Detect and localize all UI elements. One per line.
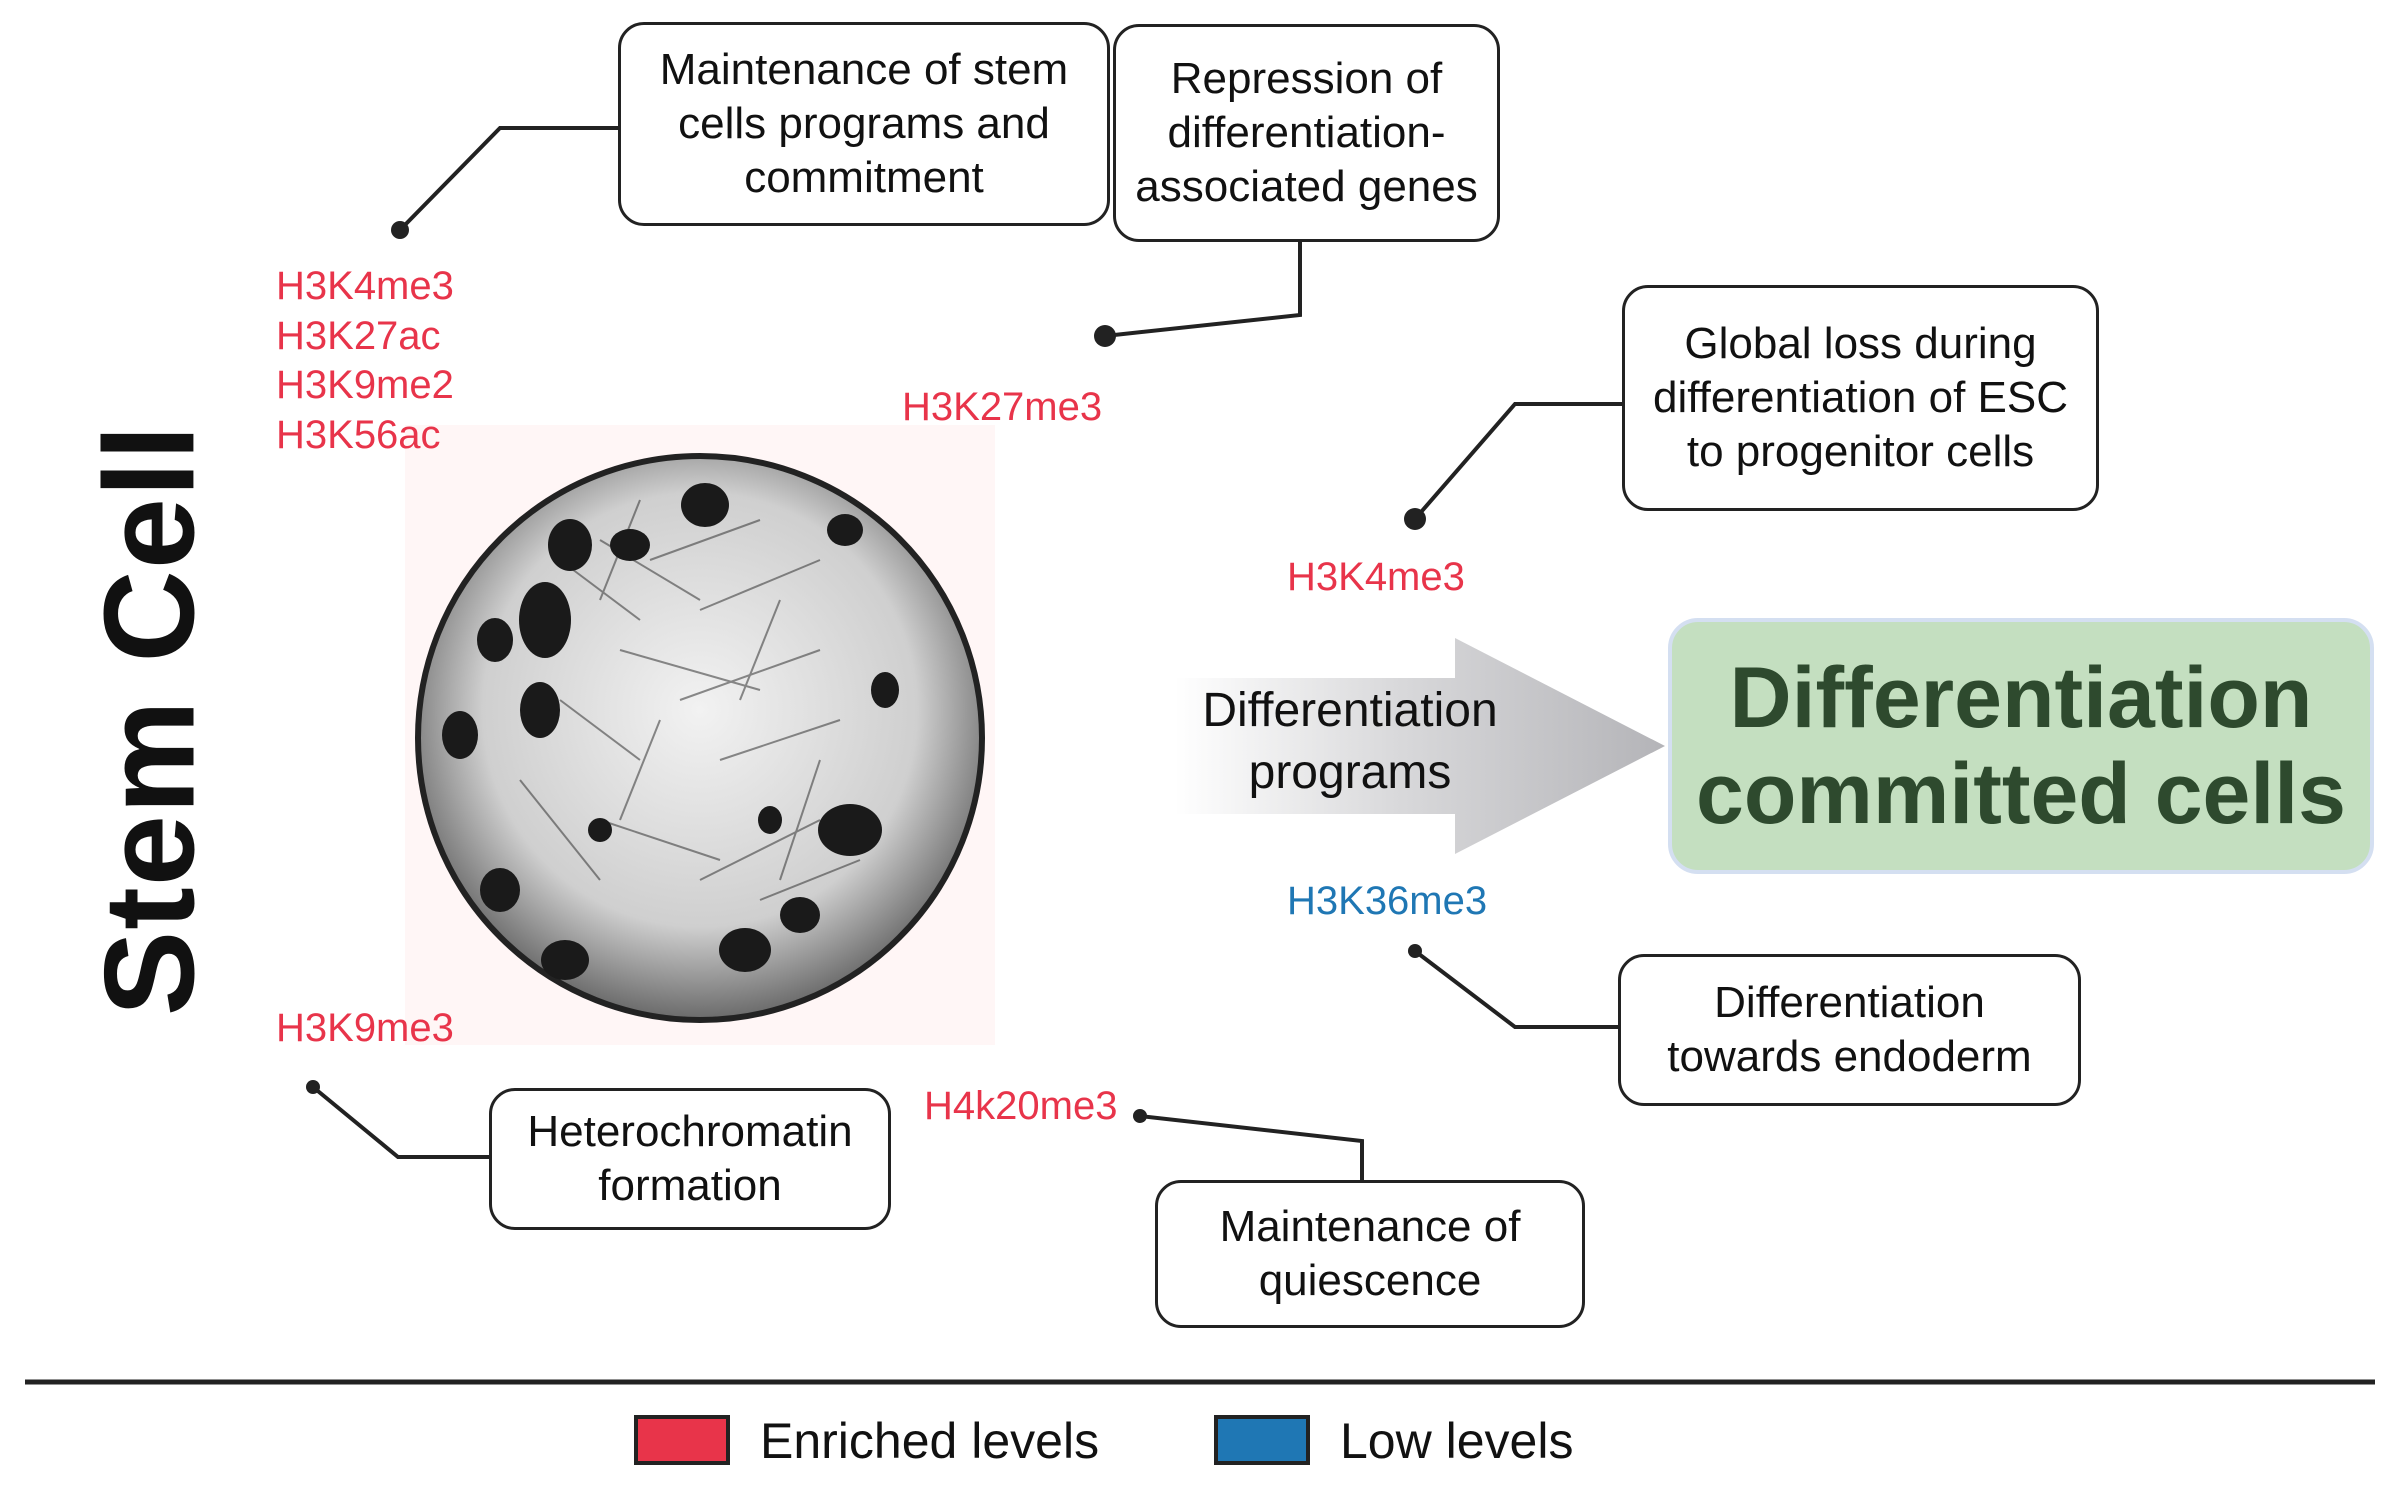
box-global-loss-text: Global loss during differentiation of ES… (1653, 319, 2068, 476)
mark-stem-bottom-left: H3K9me3 (276, 1006, 454, 1050)
differentiation-programs-label: Differentiation programs (1202, 684, 1498, 800)
box-quiescence: Maintenance of quiescence (1155, 1180, 1585, 1328)
box-endoderm: Differentiation towards endoderm (1618, 954, 2081, 1106)
box-heterochromatin: Heterochromatin formation (489, 1088, 891, 1230)
differentiation-committed-cells: Differentiation committed cells (1668, 618, 2374, 874)
box-repression: Repression of differentiation- associate… (1113, 24, 1500, 242)
connector-dot (1133, 1109, 1147, 1123)
mark-diff-bottom: H3K36me3 (1287, 879, 1488, 923)
connector-dot (1094, 325, 1116, 347)
connector-dot (1408, 944, 1422, 958)
box-repression-text: Repression of differentiation- associate… (1135, 54, 1478, 211)
box-endoderm-text: Differentiation towards endoderm (1667, 978, 2032, 1081)
mark-stem-top-right: H3K27me3 (902, 385, 1103, 429)
legend-swatch-low (1214, 1415, 1310, 1465)
connector-dot (306, 1080, 320, 1094)
mark-stem-top-left: H3K4me3 H3K27ac H3K9me2 H3K56ac (276, 264, 454, 457)
stem-cell-illustration (405, 425, 995, 1045)
connector-dot (1404, 508, 1426, 530)
legend-label-low: Low levels (1340, 1413, 1574, 1469)
legend-swatch-enriched (634, 1415, 730, 1465)
differentiation-arrow (1175, 638, 1665, 854)
connector-dot (391, 221, 409, 239)
mark-stem-bottom-right: H4k20me3 (924, 1084, 1118, 1128)
mark-diff-top: H3K4me3 (1287, 555, 1465, 599)
stem-cell-title: Stem Cell (78, 423, 222, 1017)
legend-label-enriched: Enriched levels (760, 1413, 1100, 1469)
box-quiescence-text: Maintenance of quiescence (1219, 1202, 1521, 1305)
box-maintenance-programs-text: Maintenance of stem cells programs and c… (659, 45, 1069, 202)
box-heterochromatin-text: Heterochromatin formation (527, 1107, 853, 1210)
box-maintenance-programs: Maintenance of stem cells programs and c… (618, 22, 1110, 226)
box-global-loss: Global loss during differentiation of ES… (1622, 285, 2099, 511)
